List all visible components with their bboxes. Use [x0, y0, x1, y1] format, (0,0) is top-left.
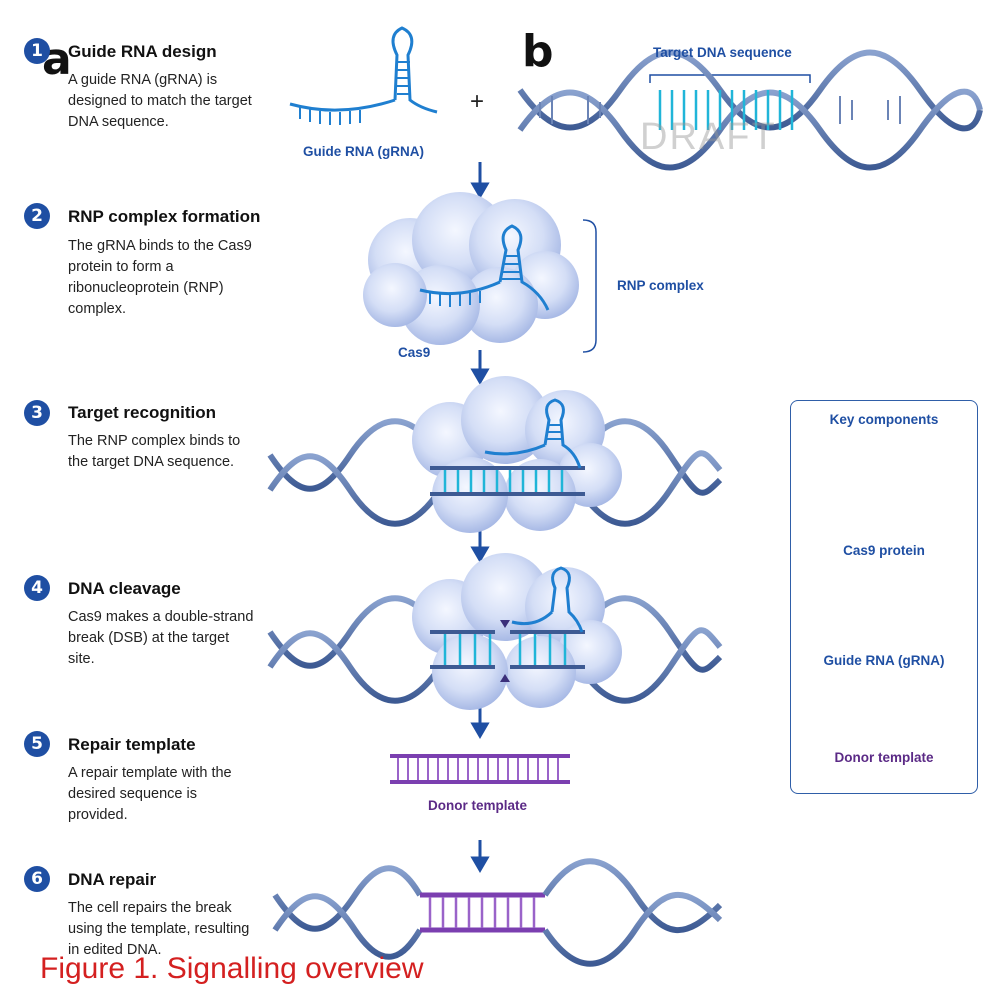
key-components-panel: Key components Cas9 protein Guide RNA (g…: [790, 400, 978, 794]
flow-arrows: [470, 162, 490, 873]
cas9-rnp-complex: [363, 192, 579, 345]
target-dna-helix: [517, 49, 983, 171]
guide-rna-label: Guide RNA (gRNA): [303, 144, 424, 159]
step-3-description: The RNP complex binds to the target DNA …: [68, 433, 241, 470]
step-5-description: A repair template with the desired seque…: [68, 765, 232, 823]
step-4-badge: 4: [24, 575, 50, 601]
step-1-badge: 1: [24, 38, 50, 64]
donor-template-label: Donor template: [428, 798, 528, 813]
plus-sign: +: [470, 88, 485, 115]
rnp-complex-label: RNP complex: [617, 278, 704, 293]
donor-template-strand: [390, 754, 570, 784]
dna-cleavage-illustration: [267, 553, 723, 710]
step-2-description: The gRNA binds to the Cas9 protein to fo…: [68, 238, 252, 317]
guide-rna-icon: [289, 26, 438, 125]
target-recognition-illustration: [267, 376, 723, 533]
step-4-description: Cas9 makes a double-strand break (DSB) a…: [68, 609, 254, 667]
step-4-title: DNA cleavage: [68, 579, 181, 598]
target-dna-label: Target DNA sequence: [653, 45, 792, 60]
step-1-description: A guide RNA (gRNA) is designed to match …: [68, 72, 252, 130]
repaired-dna-helix: [272, 858, 723, 967]
rnp-bracket: [582, 219, 597, 353]
step-6-badge: 6: [24, 866, 50, 892]
cas9-label: Cas9: [398, 345, 431, 360]
step-6-title: DNA repair: [68, 870, 157, 889]
panel-label-b: b: [522, 26, 554, 77]
step-1-title: Guide RNA design: [68, 42, 217, 61]
step-3-title: Target recognition: [68, 403, 216, 422]
key-components-title: Key components: [829, 412, 939, 427]
step-3-badge: 3: [24, 400, 50, 426]
step-2-title: RNP complex formation: [68, 207, 261, 226]
draft-watermark: DRAFT: [640, 116, 777, 158]
step-5-badge: 5: [24, 731, 50, 757]
figure-caption: Figure 1. Signalling overview: [40, 952, 424, 985]
step-6-description: The cell repairs the break using the tem…: [68, 900, 250, 958]
step-2-badge: 2: [24, 203, 50, 229]
key-guide-rna-label: Guide RNA (gRNA): [823, 653, 945, 668]
step-5-title: Repair template: [68, 735, 196, 754]
key-donor-template-label: Donor template: [834, 750, 934, 765]
key-cas9-label: Cas9 protein: [843, 543, 925, 558]
